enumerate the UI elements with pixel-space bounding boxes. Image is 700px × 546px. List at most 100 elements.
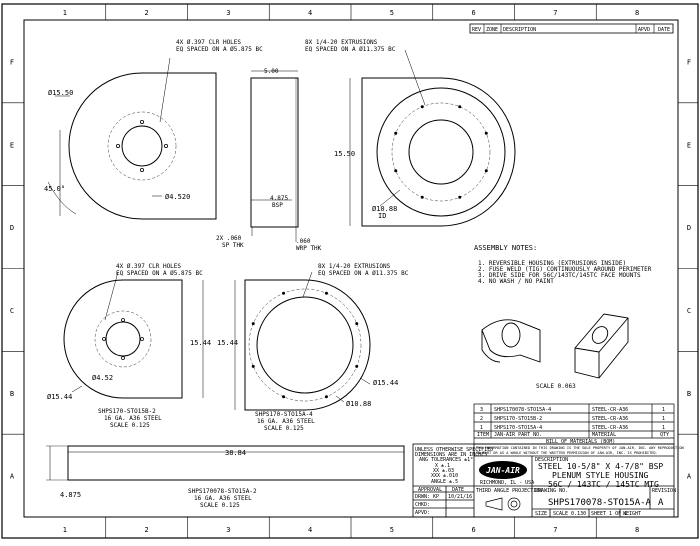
zone-row-A: A (10, 473, 15, 481)
extrusion-hole (394, 169, 398, 173)
zone-col-8: 8 (635, 9, 639, 17)
isometric-view-right (574, 313, 629, 379)
middle-left-plate-view (63, 271, 204, 399)
bom-header-part: JAN-AIR PART NO. (494, 432, 542, 438)
side-width-dim: 5.00 (264, 68, 279, 75)
assembly-note-2: 2. FUSE WELD (TIG) CONTINUOUSLY AROUND P… (478, 266, 652, 273)
zone-col-2: 2 (145, 9, 149, 17)
logo-text: JAN-AIR (485, 466, 520, 475)
zone-row-B: B (10, 390, 14, 398)
middle-right-extrusion-note-2: EQ SPACED ON A Ø11.375 BC (318, 270, 409, 277)
zone-row-E: E (10, 141, 14, 149)
bom-title: BILL OF MATERIALS (BOM) (546, 439, 615, 445)
weight-label: WEIGHT (623, 511, 641, 517)
bom-table (473, 403, 675, 445)
zone-row-E: E (687, 141, 691, 149)
strip-label-3: SCALE 0.125 (200, 502, 240, 509)
date-header: DATE (658, 27, 670, 33)
isometric-scale: SCALE 0.063 (536, 383, 576, 390)
zone-col-3: 3 (226, 526, 230, 534)
top-right-inner-id: ID (378, 212, 386, 220)
bom-row-3-qty: 1 (662, 425, 665, 431)
zone-col-8: 8 (635, 526, 639, 534)
top-right-height: 15.50 (334, 150, 355, 158)
date-label: DATE (452, 487, 464, 493)
top-left-plate-view (47, 57, 217, 220)
zone-col-6: 6 (472, 9, 476, 17)
apvd-header: APVD (638, 27, 650, 33)
zone-row-C: C (10, 307, 14, 315)
extrusion-hole (484, 131, 488, 135)
wrp-thk-value: .060 (296, 238, 311, 245)
middle-right-inner-diameter: Ø10.88 (346, 400, 371, 408)
middle-left-hole-note-1: 4X Ø.397 CLR HOLES (116, 263, 181, 270)
top-left-angle: 45.0° (44, 185, 65, 193)
wrp-thk-label: WRP THK (296, 245, 322, 252)
tolerance-line-6: XXX ±.010 (431, 473, 458, 479)
extrusion-hole (458, 195, 462, 199)
assembly-notes-title: ASSEMBLY NOTES: (474, 244, 537, 252)
zone-row-F: F (687, 58, 691, 66)
top-right-inner-diameter: Ø10.88 (372, 205, 397, 213)
strip-label-1: SHPS170078-STO15A-2 (188, 488, 257, 495)
zone-col-4: 4 (308, 9, 312, 17)
zone-row-B: B (687, 390, 691, 398)
top-right-extrusion-note-1: 8X 1/4-20 EXTRUSIONS (305, 39, 378, 46)
bom-row-3-material: STEEL-CR-A36 (592, 425, 628, 431)
bom-row-1-part: SHPS170078-STO15A-4 (494, 407, 551, 413)
top-left-center-diameter: Ø4.520 (165, 193, 190, 201)
middle-left-center-diameter: Ø4.52 (92, 374, 113, 382)
tolerance-line-1: UNLESS OTHERWISE SPECIFIED (415, 447, 493, 453)
zone-row-D: D (10, 224, 14, 232)
bom-row-2-material: STEEL-CR-A36 (592, 416, 628, 422)
extrusion-hole (251, 364, 255, 368)
extrusion-hole (484, 169, 488, 173)
tolerance-line-5: XX ±.03 (433, 468, 454, 474)
bom-header-qty: QTY (660, 432, 669, 438)
tolerance-line-7: ANGLE ±.5 (431, 479, 458, 485)
chkd-label: CHKD: (415, 502, 430, 508)
clearance-hole (102, 337, 106, 341)
zone-col-7: 7 (553, 526, 557, 534)
extrusion-hole (458, 105, 462, 109)
top-right-plate-view (349, 49, 516, 227)
clearance-hole (121, 356, 125, 360)
company-city: RICHMOND, IL - USA (480, 480, 534, 486)
tolerance-line-4: X ±.1 (435, 463, 450, 469)
revision-value: A (658, 498, 664, 508)
zone-row-A: A (687, 473, 692, 481)
bottom-strip-view (46, 445, 405, 481)
top-right-extrusions (394, 105, 488, 199)
bom-header-item: ITEM (477, 432, 489, 438)
clearance-hole (116, 143, 121, 148)
side-bsp-label: BSP (272, 202, 283, 209)
bom-row-2-qty: 1 (662, 416, 665, 422)
extrusion-hole (355, 322, 359, 326)
part4-label-3: SCALE 0.125 (264, 425, 304, 432)
clearance-hole (139, 120, 144, 125)
extrusion-hole (355, 364, 359, 368)
side-bsp-value: 4.875 (270, 195, 288, 202)
sp-thk-label: SP THK (222, 242, 244, 249)
extrusion-hole (324, 291, 328, 295)
strip-length: 38.84 (225, 449, 246, 457)
zone-col-1: 1 (63, 526, 67, 534)
strip-width: 4.875 (60, 491, 81, 499)
description-header: DESCRIPTION (503, 27, 536, 33)
middle-right-outer-diameter: Ø15.44 (373, 379, 398, 387)
extrusion-hole (420, 195, 424, 199)
middle-left-hole-note-2: EQ SPACED ON A Ø5.875 BC (116, 270, 203, 277)
sp-thk-value: 2X .060 (216, 235, 242, 242)
tolerance-line-3: ANG TOLERANCES ±1° (419, 457, 473, 463)
zone-row-D: D (687, 224, 691, 232)
bom-row-1-material: STEEL-CR-A36 (592, 407, 628, 413)
bom-row-2-item: 2 (480, 416, 483, 422)
zone-row-C: C (687, 307, 691, 315)
rev-header: REV (472, 27, 481, 33)
bom-row-1-item: 3 (480, 407, 483, 413)
bom-rows: 3 SHPS170078-STO15A-4 STEEL-CR-A36 1 2 S… (477, 407, 669, 445)
middle-left-outer-diameter: Ø15.44 (47, 393, 72, 401)
third-angle-projection-icon (485, 497, 521, 511)
